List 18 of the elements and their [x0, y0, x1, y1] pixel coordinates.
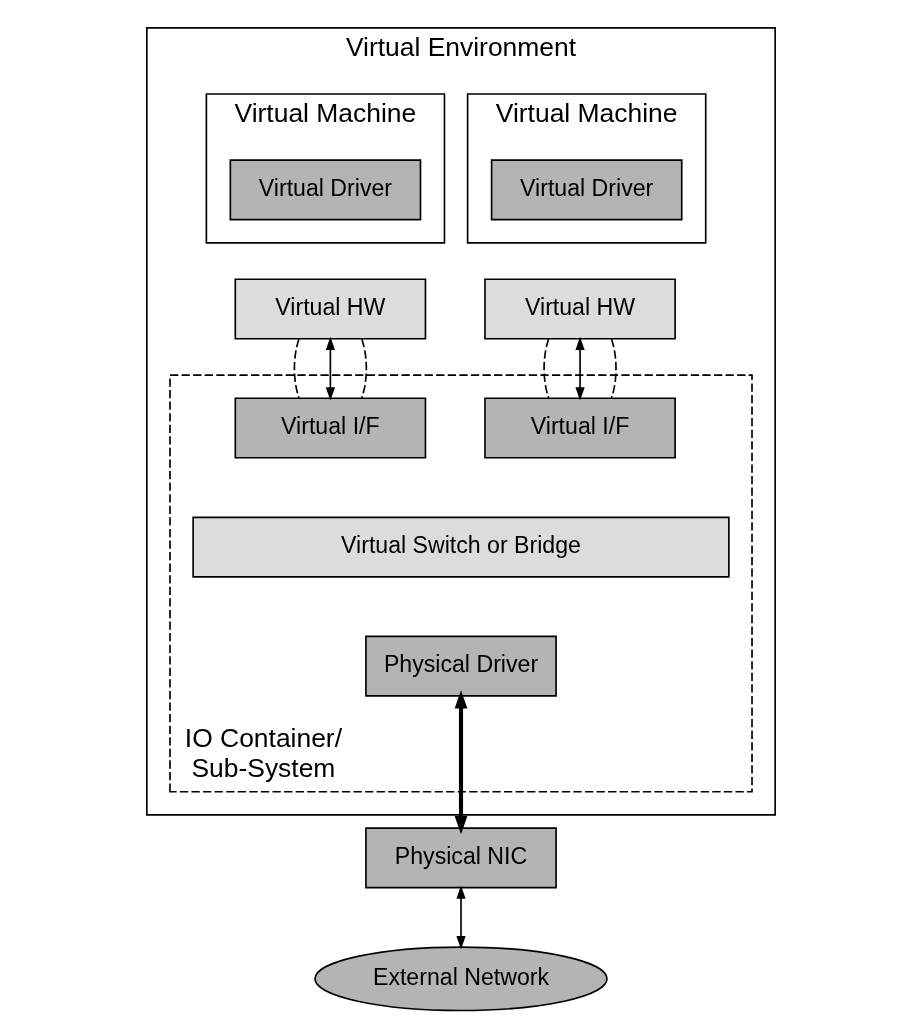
connector [610, 338, 617, 399]
connector [543, 338, 550, 399]
arrow [454, 690, 468, 835]
node-box: Virtual HW [484, 278, 676, 340]
node-ellipse: External Network [314, 946, 608, 1012]
node-box: Virtual Driver [229, 159, 422, 221]
arrow [456, 885, 466, 950]
connector [293, 338, 300, 399]
node-box: Virtual Switch or Bridge [192, 516, 730, 578]
node-box: Virtual I/F [484, 397, 676, 459]
node-box: Virtual I/F [234, 397, 427, 459]
arrow [575, 336, 585, 401]
node-box: Physical NIC [365, 827, 557, 889]
node-box: Physical Driver [365, 635, 557, 697]
node-box: Virtual HW [234, 278, 427, 340]
node-box: Virtual Driver [490, 159, 683, 221]
connector [360, 338, 368, 399]
arrow [325, 336, 335, 401]
